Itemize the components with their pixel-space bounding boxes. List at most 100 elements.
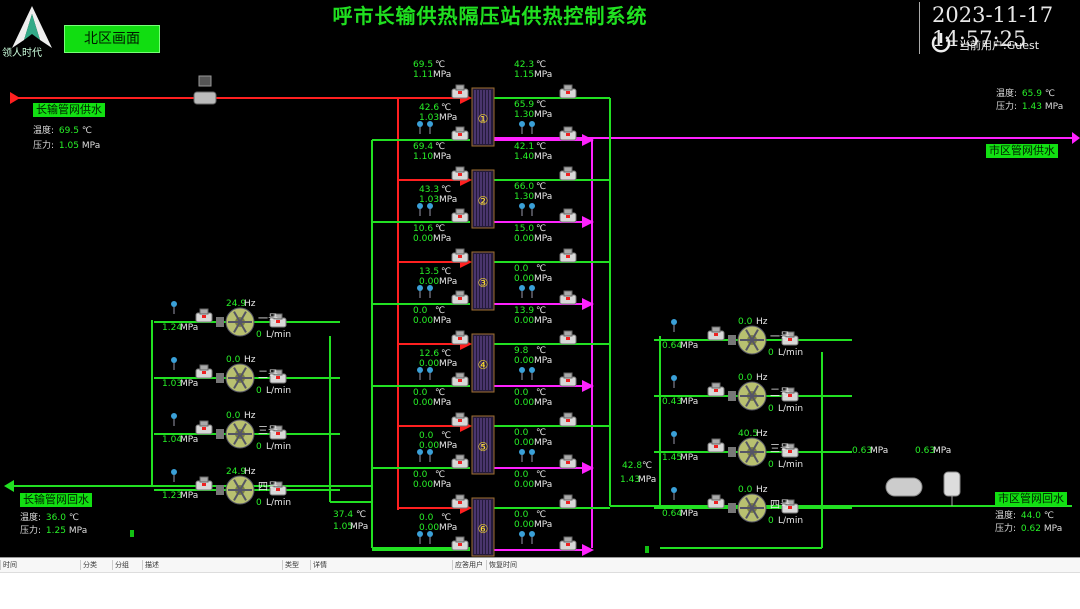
small-status-button[interactable]: [130, 530, 134, 537]
valve-icon[interactable]: [269, 369, 287, 384]
valve-icon[interactable]: [559, 412, 577, 427]
area-view-button[interactable]: 北区画面: [64, 25, 160, 53]
valve-icon[interactable]: [451, 494, 469, 509]
valve-icon[interactable]: [559, 536, 577, 551]
unit-mpa: MPa: [439, 195, 458, 205]
valve-icon[interactable]: [269, 313, 287, 328]
sensor-icon: [671, 375, 677, 388]
valve-icon[interactable]: [451, 166, 469, 181]
unit-mpa: MPa: [180, 491, 199, 501]
exchanger-number: ④: [478, 358, 489, 372]
pump-icon[interactable]: [728, 493, 767, 523]
valve-icon[interactable]: [707, 494, 725, 509]
valve-icon[interactable]: [451, 412, 469, 427]
pump-icon[interactable]: [216, 307, 255, 337]
heat-exchanger[interactable]: ④: [471, 333, 495, 393]
pump-icon[interactable]: [216, 419, 255, 449]
valve-icon[interactable]: [781, 443, 799, 458]
valve-icon[interactable]: [269, 425, 287, 440]
valve-icon[interactable]: [781, 499, 799, 514]
valve-icon[interactable]: [451, 536, 469, 551]
sensor-icon: [529, 121, 535, 134]
secondary-in-pres: 0.00: [514, 480, 535, 490]
alarm-column-header[interactable]: 类型: [282, 560, 299, 570]
alarm-column-header[interactable]: 分组: [112, 560, 129, 570]
alarm-column-header[interactable]: 应答用户: [452, 560, 483, 570]
valve-icon[interactable]: [781, 387, 799, 402]
primary-out-pres: 1.03: [419, 113, 440, 123]
valve-icon[interactable]: [195, 308, 213, 323]
secondary-out-pres: 0.00: [514, 356, 535, 366]
pump-icon[interactable]: [216, 363, 255, 393]
pump-icon[interactable]: [728, 325, 767, 355]
valve-icon[interactable]: [451, 290, 469, 305]
valve-icon[interactable]: [707, 382, 725, 397]
valve-icon[interactable]: [451, 208, 469, 223]
valve-icon[interactable]: [559, 208, 577, 223]
valve-icon[interactable]: [559, 126, 577, 141]
pump-name: 二号: [770, 388, 790, 399]
heat-exchanger[interactable]: ③: [471, 251, 495, 311]
pump-icon[interactable]: [216, 475, 255, 505]
heat-exchanger[interactable]: ①: [471, 87, 495, 147]
unit-c: ℃: [536, 100, 547, 110]
valve-icon[interactable]: [269, 481, 287, 496]
primary-in-temp: 0.0: [413, 306, 428, 316]
valve-icon[interactable]: [707, 326, 725, 341]
pump-frequency: 24.9: [226, 467, 247, 477]
valve-icon[interactable]: [451, 126, 469, 141]
alarm-column-header[interactable]: 恢复时间: [486, 560, 517, 570]
valve-icon[interactable]: [559, 84, 577, 99]
unit-mpa: MPa: [933, 446, 952, 456]
sensor-icon: [519, 531, 525, 544]
valve-icon[interactable]: [451, 372, 469, 387]
heat-exchanger[interactable]: ⑥: [471, 497, 495, 557]
pump-icon[interactable]: [728, 437, 767, 467]
alarm-column-header[interactable]: 时间: [0, 560, 17, 570]
valve-icon[interactable]: [781, 331, 799, 346]
pump-name: 二号: [258, 370, 278, 381]
valve-icon[interactable]: [195, 476, 213, 491]
heat-exchanger[interactable]: ②: [471, 169, 495, 229]
valve-icon[interactable]: [559, 372, 577, 387]
alarm-column-header[interactable]: 分类: [80, 560, 97, 570]
alarm-column-header[interactable]: 描述: [142, 560, 159, 570]
alarm-column-header[interactable]: 详情: [310, 560, 327, 570]
valve-icon[interactable]: [559, 166, 577, 181]
valve-icon[interactable]: [559, 494, 577, 509]
alarm-table[interactable]: 时间 分类 分组 描述 类型 详情 应答用户恢复时间: [0, 557, 1080, 609]
valve-icon[interactable]: [559, 454, 577, 469]
unit-c: ℃: [435, 60, 446, 70]
unit-mpa: MPa: [870, 446, 889, 456]
unit-mpa: MPa: [350, 522, 369, 532]
supply-in-arrow: [10, 92, 20, 104]
secondary-in-temp: 13.9: [514, 306, 535, 316]
valve-icon[interactable]: [195, 364, 213, 379]
logo-text: 领人时代: [2, 48, 42, 59]
valve-icon[interactable]: [451, 454, 469, 469]
valve-icon[interactable]: [707, 438, 725, 453]
valve-icon[interactable]: [559, 248, 577, 263]
primary-out-pres: 0.00: [419, 277, 440, 287]
primary-in-pres: 1.10: [413, 152, 434, 162]
valve-icon[interactable]: [559, 290, 577, 305]
valve-icon[interactable]: [451, 248, 469, 263]
valve-icon[interactable]: [451, 84, 469, 99]
unit-mpa: MPa: [534, 152, 553, 162]
pump-frequency: 0.0: [738, 373, 753, 383]
supply-in-label: 长输管网供水: [33, 103, 105, 117]
small-status-button[interactable]: [645, 546, 649, 553]
unit-lmin: L/min: [266, 386, 292, 396]
valve-icon[interactable]: [195, 420, 213, 435]
pump-icon[interactable]: [728, 381, 767, 411]
valve-icon[interactable]: [451, 330, 469, 345]
valve-icon[interactable]: [559, 330, 577, 345]
heat-exchanger[interactable]: ⑤: [471, 415, 495, 475]
unit-mpa: MPa: [534, 192, 553, 202]
power-icon[interactable]: [929, 31, 953, 55]
secondary-out-temp: 65.9: [514, 100, 535, 110]
secondary-out-temp: 66.0: [514, 182, 535, 192]
pump-flow: 0: [768, 516, 774, 526]
sensor-icon: [171, 469, 177, 482]
